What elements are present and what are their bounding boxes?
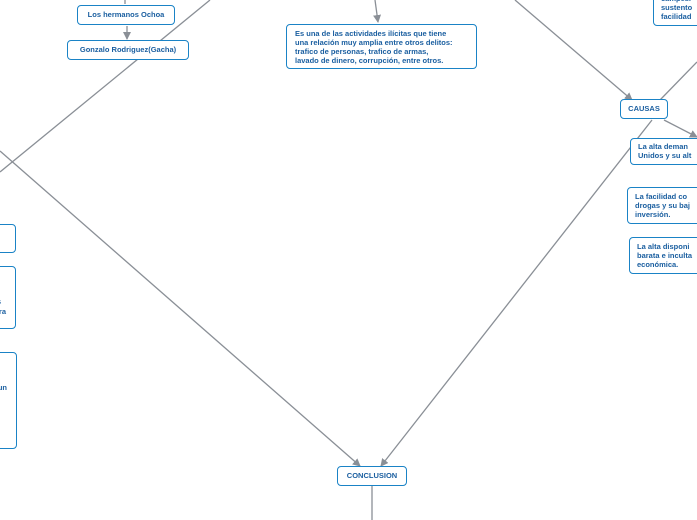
node-label: CAUSAS bbox=[628, 103, 660, 113]
node-top-right-partial[interactable]: campesi sustento facilidad bbox=[653, 0, 697, 26]
node-left-partial-3[interactable]: un bbox=[0, 352, 17, 449]
node-los-hermanos-ochoa[interactable]: Los hermanos Ochoa bbox=[77, 5, 175, 25]
node-left-partial-1[interactable] bbox=[0, 224, 16, 253]
edge-right-to-causas bbox=[659, 61, 697, 101]
node-gonzalo-rodriguez[interactable]: Gonzalo Rodriguez(Gacha) bbox=[67, 40, 189, 60]
text-line: un bbox=[0, 383, 7, 392]
text-line: drogas y su baj bbox=[635, 200, 691, 210]
text-line: Es una de las actividades ilícitas que t… bbox=[295, 29, 447, 38]
text-line: inversión. bbox=[635, 209, 671, 219]
edge-center-to-causas bbox=[514, 0, 633, 101]
edge-top-to-definicion bbox=[373, 0, 382, 23]
text-line: La alta disponi bbox=[637, 242, 690, 251]
text-line: Unidos y su alt bbox=[638, 150, 692, 160]
node-label: Gonzalo Rodriguez(Gacha) bbox=[79, 44, 177, 54]
text-line: una relación muy amplia entre otros deli… bbox=[295, 37, 453, 47]
node-definicion[interactable]: Es una de las actividades ilícitas que t… bbox=[286, 24, 477, 69]
node-causa-alta-demanda[interactable]: La alta deman Unidos y su alt bbox=[630, 138, 697, 165]
edge-causas-to-right bbox=[663, 119, 697, 138]
text-line: ra bbox=[0, 307, 6, 316]
text-line: económica. bbox=[637, 259, 679, 269]
text-line: s bbox=[0, 297, 1, 307]
text-line: campesi bbox=[661, 0, 697, 4]
text-line: sustento bbox=[661, 2, 693, 12]
text-line: trafico de personas, trafico de armas, bbox=[295, 46, 429, 56]
node-label: CONCLUSION bbox=[346, 470, 398, 480]
node-conclusion[interactable]: CONCLUSION bbox=[337, 466, 407, 486]
node-causa-disponibilidad[interactable]: La alta disponi barata e inculta económi… bbox=[629, 237, 697, 274]
text-line: lavado de dinero, corrupción, entre otro… bbox=[295, 55, 444, 65]
node-causas[interactable]: CAUSAS bbox=[620, 99, 668, 119]
edge-left-to-conclusion bbox=[0, 150, 361, 467]
node-left-partial-2[interactable]: s ra bbox=[0, 266, 16, 329]
text-line: La alta deman bbox=[638, 142, 689, 151]
edge-causas-to-conclusion bbox=[380, 119, 653, 467]
text-line: barata e inculta bbox=[637, 250, 693, 260]
node-label: Los hermanos Ochoa bbox=[87, 9, 165, 19]
node-causa-facilidad[interactable]: La facilidad co drogas y su baj inversió… bbox=[627, 187, 697, 224]
text-line: facilidad bbox=[661, 11, 692, 21]
text-line: La facilidad co bbox=[635, 192, 688, 201]
edge-diagonal-left-down bbox=[0, 0, 211, 173]
